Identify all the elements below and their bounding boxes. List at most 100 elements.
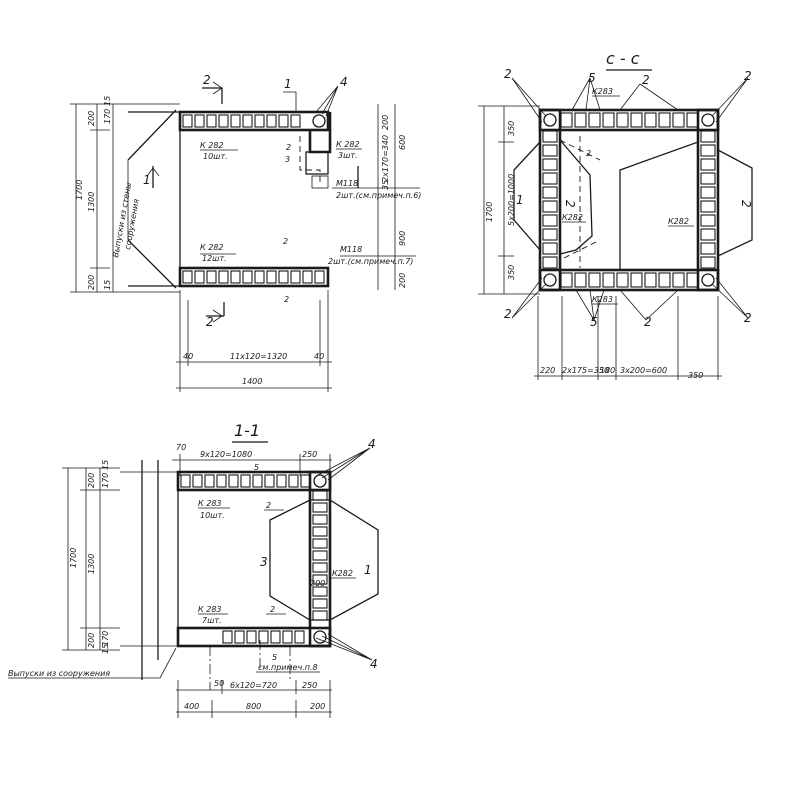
s11-label-2-top: 2 (266, 501, 271, 510)
s11-note-bottom: см.примеч.п.8 (258, 663, 318, 672)
rebar-cell (542, 158, 558, 171)
s11-outlet-note: Выпуски из сооружения (8, 669, 110, 678)
count-right: 3шт. (338, 151, 358, 160)
rebar-cell (194, 270, 205, 284)
rebar-cell (230, 114, 241, 128)
s11-dim-800: 800 (246, 702, 261, 711)
rebar-cell (574, 112, 587, 128)
label-m118-bottom: М118 (340, 245, 362, 254)
s11-label-2-bottom: 2 (270, 605, 275, 614)
rebar-cell (672, 112, 685, 128)
cc-left-band (538, 108, 562, 292)
s11-label-k282: К282 (332, 569, 353, 578)
section-view-c-c: с - с 2 2 2 2 5 К283 (478, 49, 753, 380)
rebar-cell (616, 272, 629, 288)
bottom-rebar-band (178, 266, 330, 288)
rebar-cell (234, 630, 245, 644)
s11-label-200: 200 (310, 579, 325, 588)
rebar-cell (700, 214, 716, 227)
rebar-cell (542, 172, 558, 185)
cc-dim-220: 220 (540, 366, 555, 375)
rebar-cell (542, 242, 558, 255)
section-title-c-c: с - с (606, 49, 640, 68)
rebar-cell (700, 256, 716, 269)
cc-label-2g: 2 (744, 311, 752, 325)
cc-dim-350b: 350 (507, 265, 516, 280)
rebar-cell (182, 114, 193, 128)
dim-right-600: 600 (398, 135, 407, 150)
rebar-cell (204, 474, 215, 488)
cc-label-k282-right: К282 (668, 217, 689, 226)
rebar-cell (294, 630, 305, 644)
rebar-cell (542, 144, 558, 157)
cc-rebar-cells (542, 112, 716, 288)
s11-callout-4-top: 4 (368, 437, 376, 451)
s11-dim-250: 250 (302, 681, 317, 690)
dim-right-35: 35 (381, 180, 390, 190)
rebar-cell (312, 598, 328, 609)
rebar-cell (218, 114, 229, 128)
rebar-cell (314, 270, 325, 284)
label-2-bottom: 2 (283, 237, 288, 246)
section-marker-bottom: 2 (206, 315, 214, 329)
rebar-cell (560, 272, 573, 288)
rebar-cell (700, 242, 716, 255)
corner-bar (312, 114, 326, 128)
rebar-cell (700, 186, 716, 199)
dim-bottom-40a: 40 (183, 352, 193, 361)
s11-callout-4-bottom: 4 (370, 657, 378, 671)
rebar-cell (542, 130, 558, 143)
dim-left-1700: 1700 (75, 180, 84, 200)
rebar-cell (312, 574, 328, 585)
rebar-cell (560, 112, 573, 128)
rebar-cell (644, 112, 657, 128)
cc-label-5: 5 (588, 71, 596, 85)
rebar-cell (278, 114, 289, 128)
top-rebar-cells (182, 114, 301, 128)
s11-label-k283-top: К 283 (198, 499, 222, 508)
rebar-cell (230, 270, 241, 284)
dim-right-200: 200 (381, 115, 390, 130)
rebar-cell (672, 272, 685, 288)
rebar-cell (312, 502, 328, 513)
cc-label-2-left-big: 2 (563, 200, 577, 208)
rebar-cell (658, 272, 671, 288)
count-bottom: 12шт. (202, 254, 227, 263)
cc-label-k282-left: К282 (562, 213, 583, 222)
cc-label-2b: 2 (642, 73, 650, 87)
rebar-cell (300, 474, 311, 488)
cc-label-2f: 2 (644, 315, 652, 329)
rebar-cell (542, 186, 558, 199)
rebar-cell (254, 114, 265, 128)
s11-hexagon (269, 499, 379, 621)
s11-label-k283-bottom: К 283 (198, 605, 222, 614)
top-rebar-band (178, 110, 330, 132)
rebar-cell (302, 270, 313, 284)
label-2: 2 (286, 143, 291, 152)
box-detail-3 (305, 151, 329, 175)
label-2-under: 2 (284, 295, 289, 304)
cc-right-hex (717, 149, 753, 257)
rebar-cell (616, 112, 629, 128)
s11-dim-15a: 15 (101, 460, 110, 470)
rebar-cell (264, 474, 275, 488)
rebar-cell (644, 272, 657, 288)
rebar-cell (216, 474, 227, 488)
rebar-cell (206, 114, 217, 128)
rebar-cell (658, 112, 671, 128)
s11-right-band (308, 470, 332, 648)
callout-3: 3 (285, 155, 290, 164)
rebar-cell (290, 114, 301, 128)
s11-dim-170a: 170 (101, 473, 110, 488)
label-k282-right: К 282 (336, 140, 360, 149)
rebar-cell (182, 270, 193, 284)
dim-right-200b: 200 (398, 273, 407, 288)
rebar-cell (266, 114, 277, 128)
cc-dim-350a: 350 (507, 121, 516, 136)
rebar-cell (700, 200, 716, 213)
s11-dim-1080: 9x120=1080 (200, 450, 252, 459)
rebar-cell (254, 270, 265, 284)
cc-dim-1700: 1700 (485, 202, 494, 222)
cc-left-hex (559, 139, 593, 255)
